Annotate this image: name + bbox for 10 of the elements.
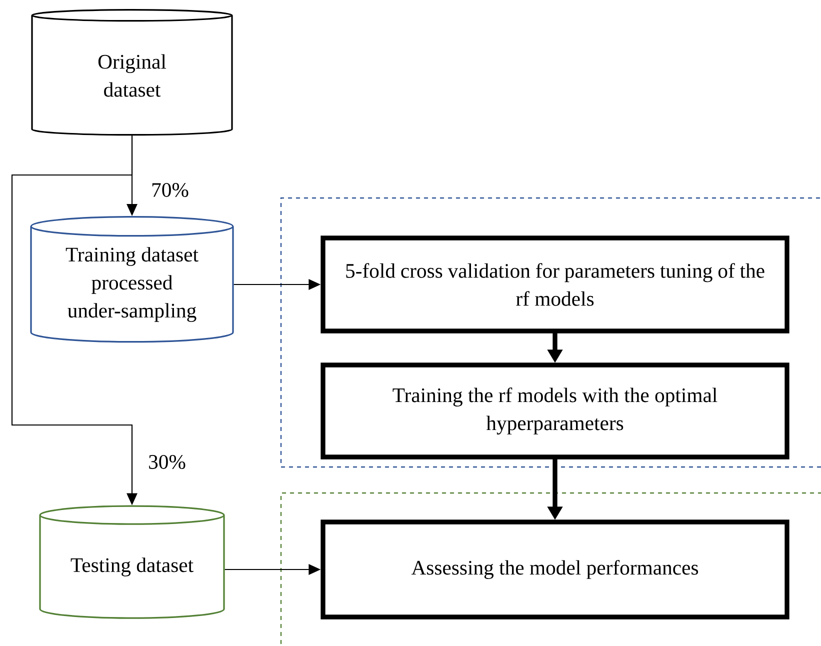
edge-label: 30% [146,454,188,470]
database-cylinder: Testing dataset [39,505,225,619]
dashed-region [280,492,821,646]
process-box: Training the rf models with the optimal hyperparameters [320,362,790,460]
process-box: 5-fold cross validation for parameters tuning of the rf models [320,236,790,334]
process-box: Assessing the model performances [320,520,790,620]
dashed-region [280,197,821,468]
edge-label: 70% [150,182,190,198]
database-cylinder: Training dataset processed under-sampling [30,216,234,343]
database-cylinder: Original dataset [31,9,233,136]
